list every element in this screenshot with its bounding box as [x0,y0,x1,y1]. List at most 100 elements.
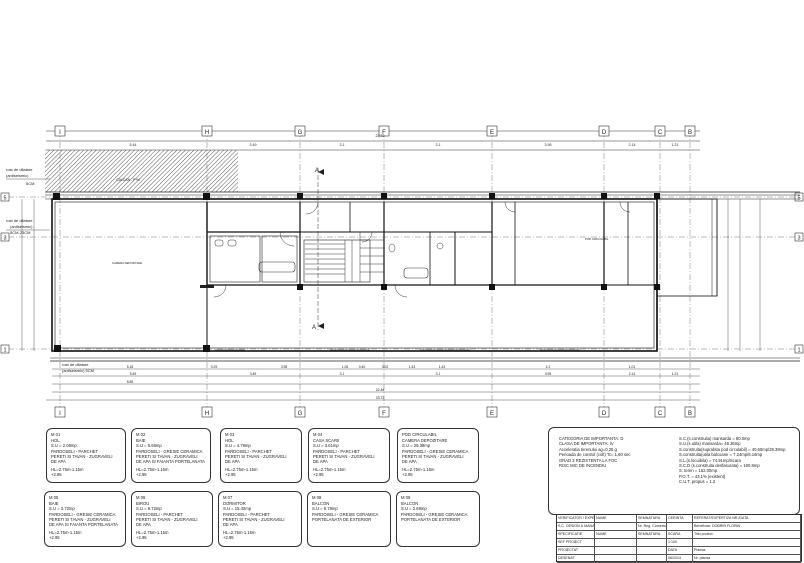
room-height: +2.95 [313,472,324,478]
info-line: S.U.(s.utila) mansarda= 45.36mp [679,441,741,447]
title-block-cell [595,555,637,563]
room-legend-m06: M 06 BIROU S.U = 9.72mp PARDOSELI - PARC… [131,491,213,547]
title-block-cell: Beneficiar: DOBRIN FLORIN [693,523,801,531]
room-finish: PERETI SI TAVAN - ZUGRAVELI [136,516,198,522]
room-area: S.U = 29.39mp [402,443,431,449]
room-finish: PARDOSELI - GRESIE CERAMICA [49,511,116,517]
grid-label: 1 [797,348,800,354]
info-line: C.U.T. propus = 1.2 [679,479,716,485]
title-block-cell: Plansa: [693,547,801,555]
room-legend-m01: M 01 HOL S.U = 2.08mp PARDOSELI - PARCHE… [46,428,126,483]
room-height: HL=2.75m-1.15m [49,530,82,536]
room-area: S.U = 9.72mp [136,506,162,512]
grid-label: 3 [3,236,6,242]
section-label: A [312,325,316,331]
room-code: M 01 [51,432,61,437]
room-code: M 03 [225,432,235,437]
joint-label: rost de dilatare [62,362,89,367]
dimension-text: 3.95 [545,372,552,376]
joint-label: (antiseismic) [10,224,33,229]
title-block-cell: SPECIFICATIE [557,531,595,539]
info-line: Acceleratia terenului ag=0,25 g [559,446,617,452]
room-finish: PARDOSELI - PARCHET [225,448,273,454]
room-finish: PERETI SI TAVAN - ZUGRAVELI [402,453,464,459]
room-legend-m09: M 09 BALCON S.U = 2.69mp PARDOSELI - GRE… [396,491,480,547]
room-code: M 09 [401,495,411,500]
room-name: BIROU [136,501,150,507]
room-finish: PARDOSELI - PARCHET [313,448,361,454]
room-finish: PERETI SI TAVAN - ZUGRAVELI [49,516,111,522]
grid-label: I [59,130,61,136]
title-block-cell: VERIFICATOR / EXPERT [557,515,595,523]
room-height: +2.95 [49,535,60,541]
room-finish: PARDOSELI - GRESIE CERAMICA [401,511,468,517]
room-finish: PARDOSELI - GRESIE CERAMICA [312,511,379,517]
dimension-text: 1.05 [342,365,349,369]
hatched-wall-area [45,150,238,192]
title-block-cell: 06/2014 [667,555,693,563]
room-finish: PARDOSELI - GRESIE CERAMICA [136,448,203,454]
dimension-text: 3.1 [436,143,441,147]
title-block-cell: REFERAT/EXPERTIZA NR./DATA [693,515,801,523]
room-legend-m08: M 08 BALCON S.U = 6.78mp PARDOSELI - GRE… [307,491,391,547]
title-block-cell: SEF PROIECT [557,539,595,547]
joint-label: rost de dilatare [6,167,33,172]
room-code: M 06 [136,495,146,500]
room-finish: PARDOSELI - GRESIE CERAMICA [402,448,469,454]
info-line: S. teren = 162.00mp [679,468,718,474]
room-name: CASA SCARII [313,438,340,444]
grid-labels-left: 5 3 1 5 3 1 [0,192,804,354]
dimension-text: 4.2 [546,365,551,369]
room-finish: DE APA [402,459,417,465]
joint-label: rost de dilatare [6,218,33,223]
room-height: HL=2.75m-1.15m [225,467,258,473]
room-finish: PARDOSELI - PARCHET [51,448,99,454]
info-line: GRAD 2 REZISTENTA LA FOC [559,457,618,463]
title-block: VERIFICATOR / EXPERTNUMESEMNATURACERINTA… [556,514,802,563]
info-line: Perioada de control (colt) Tc= 1,60 sec [559,452,631,458]
room-finish: PERETI SI TAVAN - ZUGRAVELI [225,453,287,459]
dimension-text: 1.43 [439,365,446,369]
grid-labels-bottom: I H G F E D C B [54,406,696,418]
grid-label: B [688,411,692,417]
dimension-text: 0.40 [359,365,366,369]
hatched-area-label: CALCAN - P+N [116,178,140,182]
room-finish: DE APA [313,459,328,465]
grid-label: E [490,130,494,136]
room-finish: PARDOSELI - PARCHET [136,511,184,517]
room-height: +2.95 [402,472,413,478]
room-code: M 05 [49,495,59,500]
title-block-cell [637,555,667,563]
section-marker: A A [312,168,324,331]
grid-label: G [298,411,303,417]
project-info-box: CATEGORIA DE IMPORTANTA: D CLASA DE IMPO… [548,427,800,515]
dimension-text: 22.48 [376,388,385,392]
grid-label: I [59,411,61,417]
title-block-cell [693,539,801,547]
title-block-cell: SCARA [667,531,693,539]
joint-label: (antiseismic) [6,173,29,178]
dimension-text: 1.21 [672,143,679,147]
top-dimensions: 5.44 3.49 3.1 3.1 3.95 2.14 1.21 23.72 [130,134,679,147]
room-tag: CAMERA DEPOZITARE [112,261,142,265]
room-height: +2.95 [136,472,147,478]
dimension-text: 1.01 [629,365,636,369]
title-block-cell: SEMNATURA [637,531,667,539]
room-area: S.U = 2.69mp [401,506,427,512]
title-block-cell: Titlu proiect: [693,531,801,539]
grid-label: B [688,130,692,136]
bottom-dimensions: 5.18 0.29 3.98 1.05 0.40 3.02 1.43 1.43 … [127,365,679,400]
grid-label: D [602,411,607,417]
info-line: S.construita(suprafata pod circulabil) =… [679,446,786,452]
room-code: POD CIRCULABIL [402,432,437,437]
grid-label: E [490,411,494,417]
title-block-cell: S.C. DESIGN & MANAGEMENT SERVICES S.R.L. [557,523,595,531]
room-height: HL=2.75m-1.15m [51,467,84,473]
expansion-joint-labels: rost de dilatare (antiseismic) 5CM rost … [6,167,94,373]
grid-label: D [602,130,607,136]
room-name: HOL [51,438,60,444]
room-name: HOL [225,438,234,444]
dimension-text: 3.49 [250,143,257,147]
room-finish: PERETI SI TAVAN - ZUGRAVELI [223,516,285,522]
info-line: RISC MIC DE INCENDIU [559,463,607,469]
